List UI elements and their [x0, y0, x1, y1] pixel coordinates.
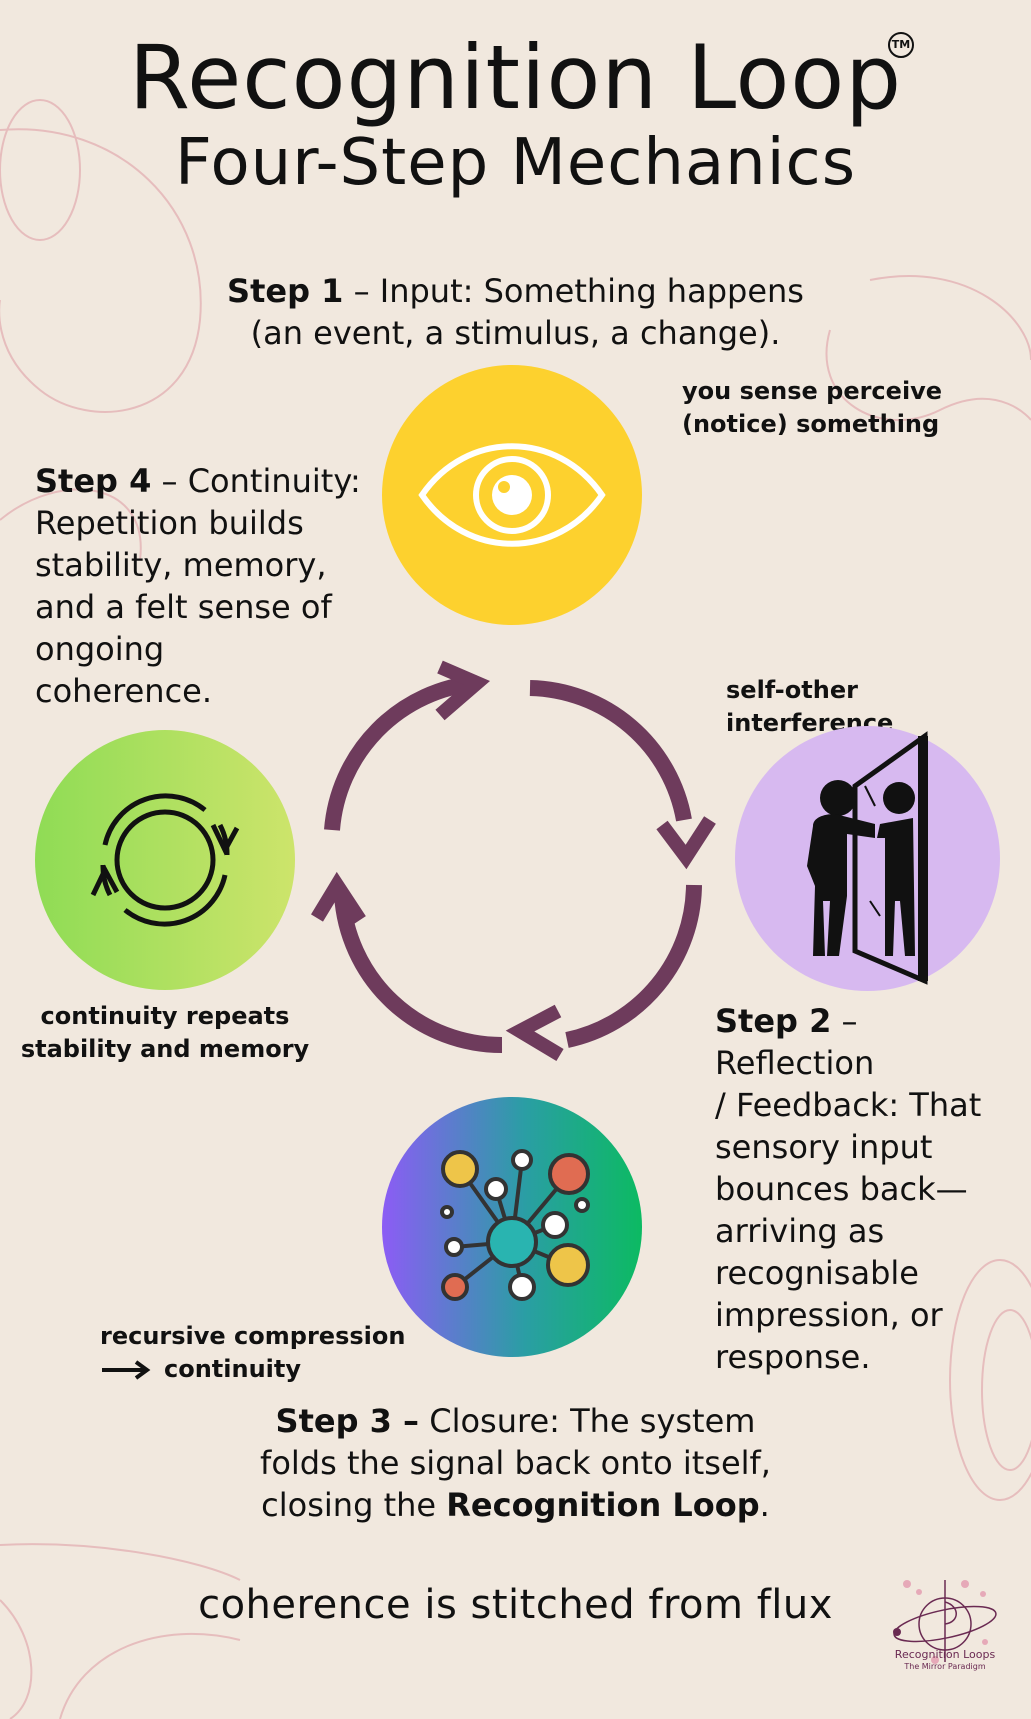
brand-tagline: The Mirror Paradigm — [904, 1662, 986, 1671]
brand-name: Recognition Loops — [894, 1648, 996, 1661]
step2-circle — [735, 726, 1000, 991]
trademark-badge: TM — [888, 32, 914, 58]
step2-text: Step 2 – Reflection / Feedback: That sen… — [715, 1000, 1025, 1378]
step2-line: / Feedback: That — [715, 1086, 982, 1124]
step2-line: recognisable — [715, 1254, 919, 1292]
step4-circle — [35, 730, 295, 990]
step4-note: continuity repeats stability and memory — [0, 1000, 330, 1066]
footer-tagline: coherence is stitched from flux — [198, 1582, 833, 1628]
step3-label: Step 3 – — [275, 1402, 420, 1440]
eye-icon — [418, 443, 606, 547]
right-arrow-icon — [102, 1359, 151, 1380]
step3-note-line1: recursive compression — [100, 1322, 406, 1350]
step1-line2: (an event, a stimulus, a change). — [250, 314, 781, 352]
step2-line: response. — [715, 1338, 871, 1376]
loop-arrows — [311, 660, 716, 1062]
step3-line3-prefix: closing the — [261, 1486, 447, 1524]
step1-circle — [382, 365, 642, 625]
step3-line2: folds the signal back onto itself, — [260, 1444, 771, 1482]
step3-line3-suffix: . — [759, 1486, 770, 1524]
step1-line1: – Input: Something happens — [343, 272, 804, 310]
step2-line: arriving as — [715, 1212, 885, 1250]
page-title: Recognition Loop — [128, 26, 903, 129]
network-nodes-icon — [440, 1149, 590, 1301]
step2-line: bounces back— — [715, 1170, 968, 1208]
step4-line: Repetition builds — [35, 504, 304, 542]
mirror-figures-icon — [807, 731, 928, 985]
step4-note-line1: continuity repeats — [40, 1002, 290, 1030]
step2-line: – Reflection — [715, 1002, 875, 1082]
step1-text: Step 1 – Input: Something happens (an ev… — [0, 270, 1031, 354]
step3-note-line2: continuity — [164, 1355, 302, 1383]
step4-line: coherence. — [35, 672, 213, 710]
step2-label: Step 2 — [715, 1002, 832, 1040]
step4-line: – Continuity: — [151, 462, 361, 500]
step1-note: you sense perceive (notice) something — [682, 375, 982, 441]
step3-circle — [382, 1097, 642, 1357]
step3-note: recursive compression continuity — [100, 1320, 430, 1386]
step4-line: and a felt sense of — [35, 588, 332, 626]
brand-logo-icon — [893, 1580, 997, 1664]
page-subtitle: Four-Step Mechanics — [174, 126, 857, 200]
step3-text: Step 3 – Closure: The system folds the s… — [0, 1400, 1031, 1526]
step1-label: Step 1 — [227, 272, 344, 310]
step4-line: ongoing — [35, 630, 165, 668]
step3-line3-bold: Recognition Loop — [446, 1486, 760, 1524]
step4-text: Step 4 – Continuity: Repetition builds s… — [35, 460, 375, 712]
step2-line: sensory input — [715, 1128, 933, 1166]
step2-line: impression, or — [715, 1296, 943, 1334]
step1-note-line2: (notice) something — [682, 410, 940, 438]
step1-note-line1: you sense perceive — [682, 377, 943, 405]
step4-label: Step 4 — [35, 462, 152, 500]
cycle-arrows-icon — [90, 793, 240, 927]
step4-line: stability, memory, — [35, 546, 327, 584]
step3-line1: Closure: The system — [419, 1402, 756, 1440]
step4-note-line2: stability and memory — [20, 1035, 310, 1063]
